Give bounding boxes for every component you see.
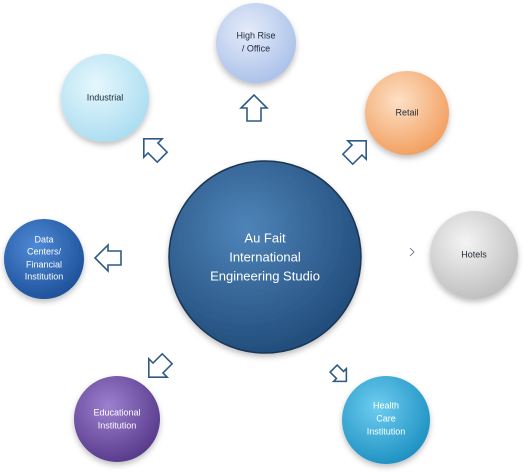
node-hotels-circle [430, 211, 518, 299]
node-educational-institution-label-line2: Institution [98, 420, 137, 430]
node-industrial: Industrial [61, 54, 149, 142]
node-educational-institution-circle [74, 376, 160, 462]
node-high-rise-office-label-line2: / Office [242, 43, 270, 53]
arrow-to-data-centers [93, 243, 122, 273]
center-node: Au Fait International Engineering Studio [168, 160, 362, 354]
center-node-label-line2: International [229, 249, 301, 264]
arrow-to-retail [341, 140, 367, 166]
node-data-centers-financial-institution: Data Centers/ Financial Institution [4, 219, 84, 299]
center-node-label-line3: Engineering Studio [210, 268, 320, 283]
node-data-centers-label-line4: Institution [25, 271, 64, 281]
node-data-centers-label-line1: Data [34, 234, 53, 244]
node-data-centers-label-line3: Financial [26, 259, 62, 269]
node-retail: Retail [365, 71, 449, 155]
arrow-to-hotels [409, 247, 415, 257]
node-industrial-circle [61, 54, 149, 142]
node-high-rise-office: High Rise / Office [216, 3, 296, 83]
node-health-care-institution-label-line1: Health [373, 400, 399, 410]
arrow-to-health-care-institution [328, 363, 348, 383]
node-high-rise-office-circle [216, 3, 296, 83]
node-industrial-label: Industrial [87, 92, 124, 102]
node-retail-circle [365, 71, 449, 155]
node-retail-label: Retail [395, 107, 418, 117]
center-node-label-line1: Au Fait [244, 230, 286, 245]
node-hotels-label: Hotels [461, 249, 487, 259]
node-health-care-institution-circle [342, 376, 430, 464]
node-educational-institution: Educational Institution [74, 376, 160, 462]
node-health-care-institution: Health Care Institution [342, 376, 430, 464]
center-node-circle [168, 160, 362, 354]
node-high-rise-office-label-line1: High Rise [236, 30, 275, 40]
arrow-to-high-rise-office [239, 93, 269, 122]
node-health-care-institution-label-line3: Institution [367, 426, 406, 436]
node-data-centers-circle [4, 219, 84, 299]
node-hotels: Hotels [430, 211, 518, 299]
node-educational-institution-label-line1: Educational [93, 407, 140, 417]
node-health-care-institution-label-line2: Care [376, 413, 396, 423]
arrow-to-industrial [143, 138, 169, 164]
arrow-to-educational-institution [148, 352, 174, 378]
node-data-centers-label-line2: Centers/ [27, 246, 62, 256]
arrows [93, 93, 415, 383]
